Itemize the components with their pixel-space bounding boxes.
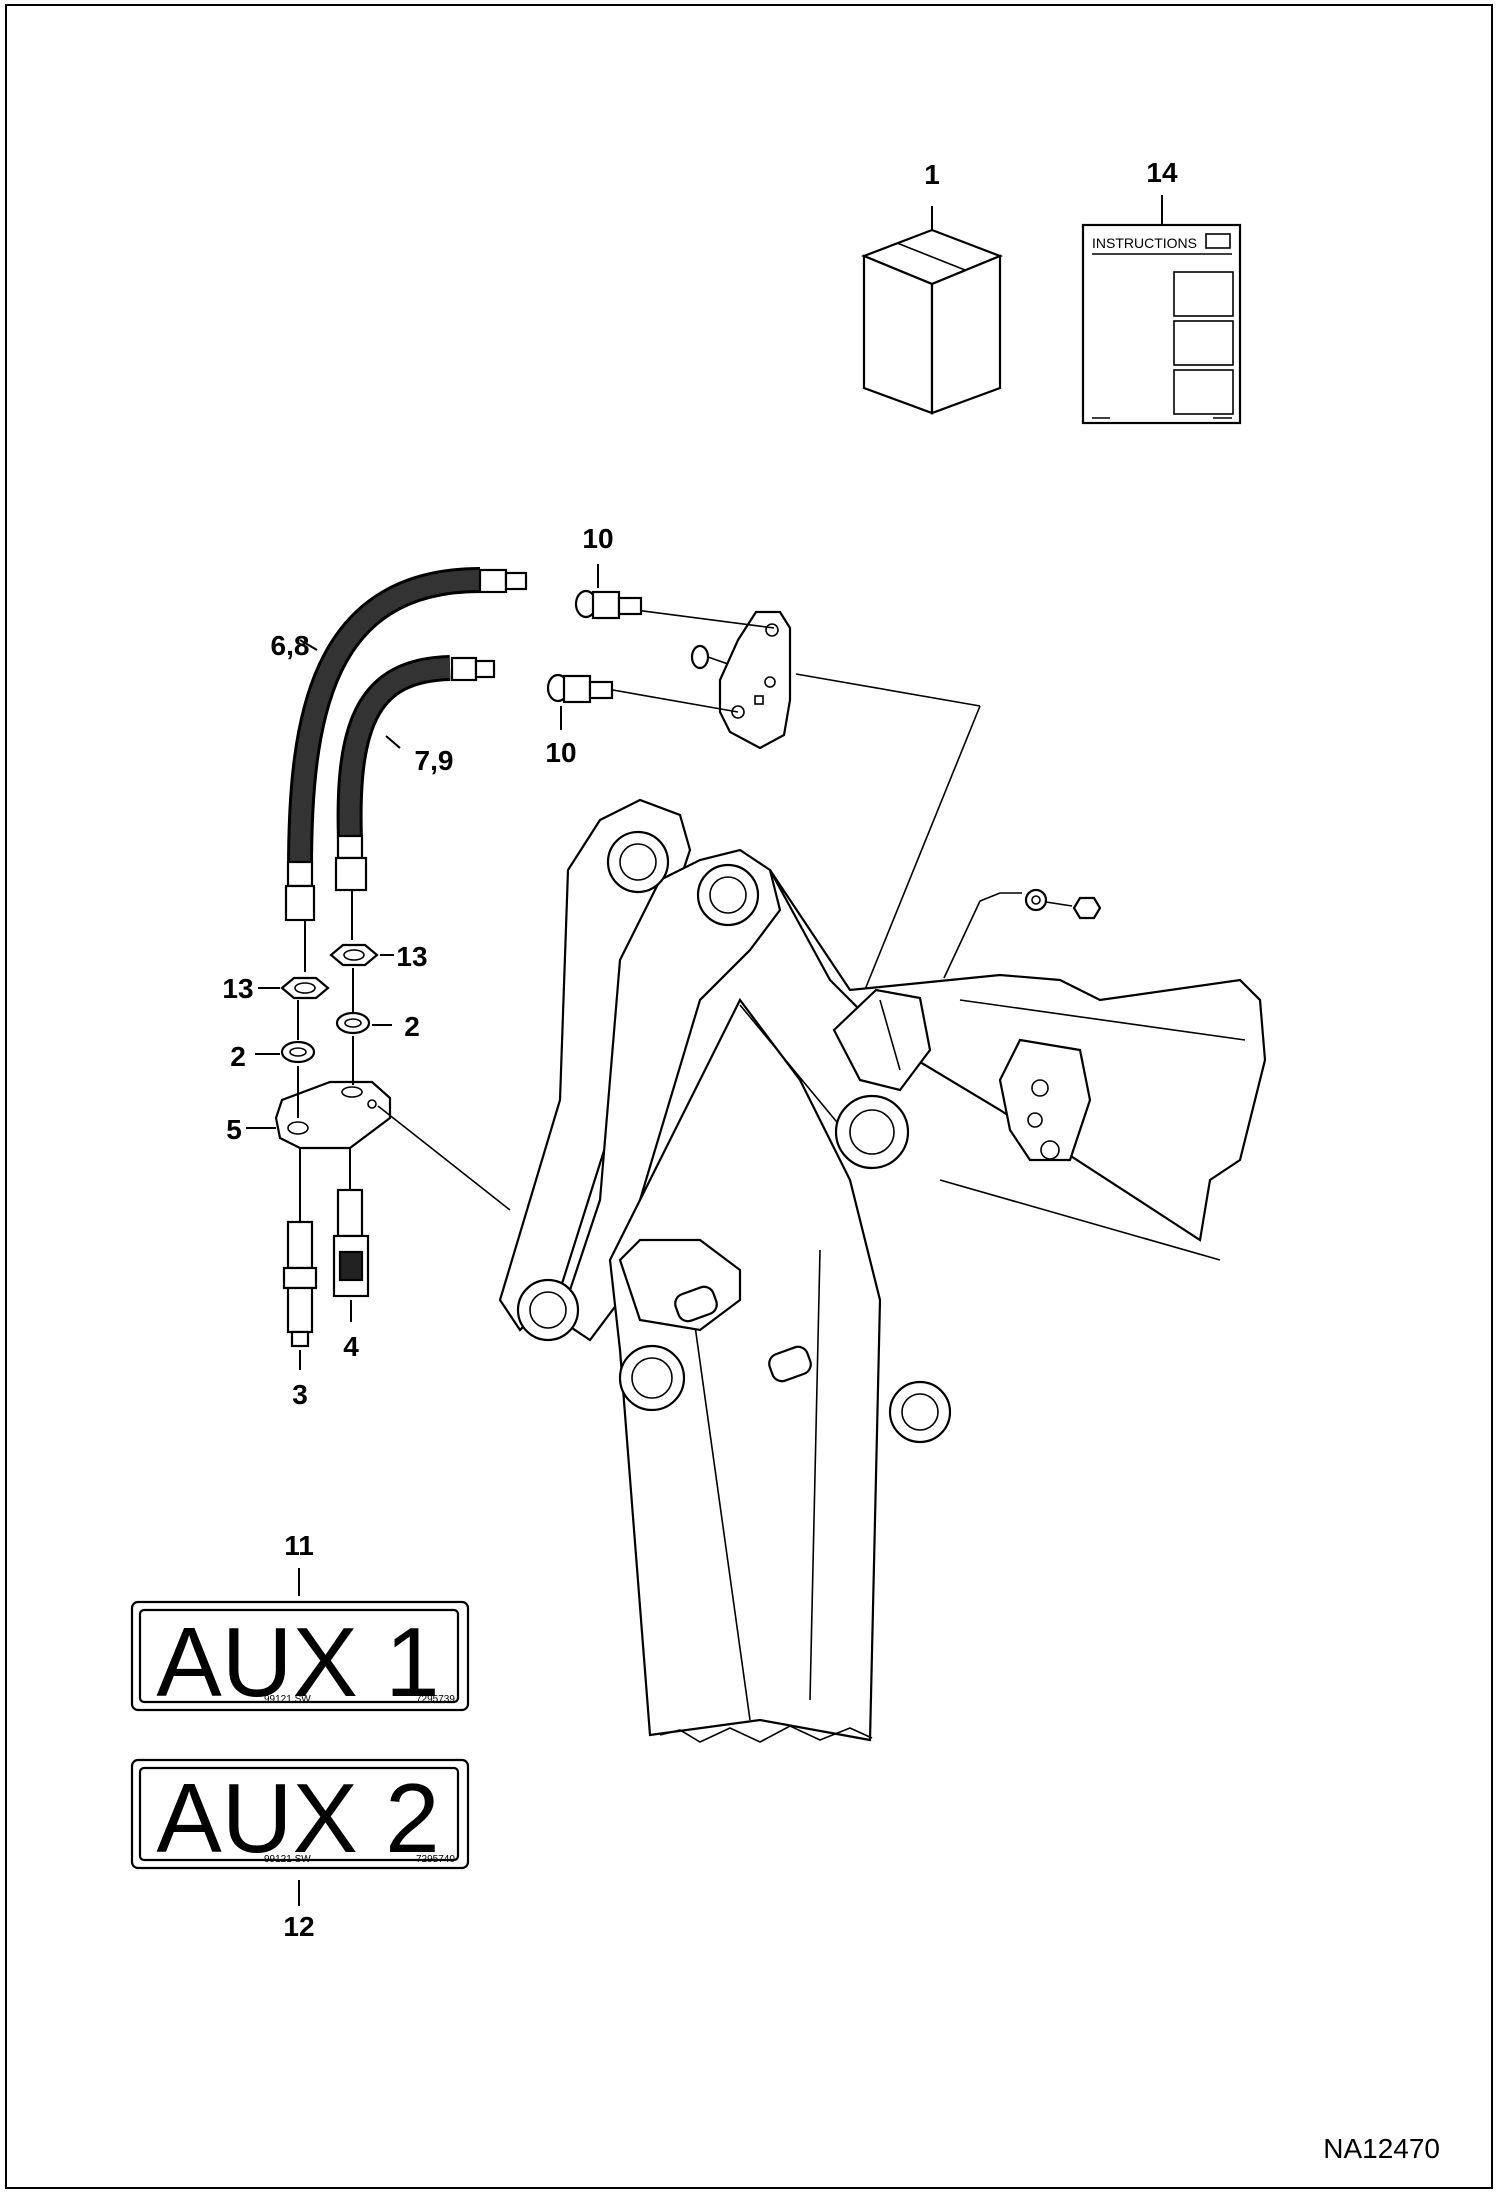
boom-hardware	[943, 888, 1102, 979]
callout-bracket: 5	[226, 1114, 242, 1145]
decal-aux-1-code-left: 99121 SW	[264, 1694, 311, 1705]
excavator-arm	[498, 798, 882, 1743]
decal-aux-1-code-right: 7295739	[416, 1694, 455, 1705]
kit-box	[861, 206, 1003, 415]
instructions-sheet	[1081, 195, 1242, 425]
callout-instructions-sheet: 14	[1146, 157, 1178, 188]
decal-aux-2-text: AUX 2	[156, 1763, 439, 1873]
callout-coupler-left: 3	[292, 1379, 308, 1410]
coupler-bracket	[246, 1036, 511, 1211]
boom-side-plates	[618, 988, 932, 1383]
document-number: NA12470	[1323, 2133, 1440, 2164]
callout-kit-box: 1	[924, 159, 940, 190]
hose-lower	[334, 655, 496, 892]
coupler-right	[332, 1148, 370, 1322]
fitting-lower	[546, 673, 614, 730]
nut-left	[258, 920, 330, 1000]
callout-hose-lower: 7,9	[415, 745, 454, 776]
decal-aux-2	[130, 1758, 470, 1906]
callout-fitting-upper: 10	[582, 523, 613, 554]
excavator-boom	[769, 869, 1267, 1261]
diagram-frame	[5, 4, 1493, 2189]
callout-decal-aux-2: 12	[283, 1911, 314, 1942]
fitting-upper	[574, 564, 643, 620]
nut-right	[329, 890, 394, 967]
washer-right	[335, 968, 392, 1035]
decal-aux-1	[130, 1568, 470, 1712]
instructions-sheet-title: INSTRUCTIONS	[1092, 235, 1197, 251]
callout-decal-aux-1: 11	[284, 1530, 314, 1561]
boom-pivot-pins	[516, 830, 952, 1444]
hose-upper	[284, 567, 528, 922]
decal-aux-1-text: AUX 1	[156, 1607, 439, 1717]
washer-left	[255, 1000, 316, 1064]
callout-washer-left: 2	[230, 1041, 246, 1072]
callout-nut-left: 13	[222, 973, 253, 1004]
decal-aux-2-code-right: 7295740	[416, 1854, 455, 1865]
callout-fitting-lower: 10	[545, 737, 576, 768]
callout-washer-right: 2	[404, 1011, 420, 1042]
valve-mounting-plate	[589, 607, 981, 1003]
decal-aux-2-code-left: 99121 SW	[264, 1854, 311, 1865]
callout-hose-upper: 6,8	[271, 630, 310, 661]
coupler-left	[282, 1148, 318, 1370]
callout-nut-right: 13	[396, 941, 427, 972]
callout-coupler-right: 4	[343, 1331, 359, 1362]
